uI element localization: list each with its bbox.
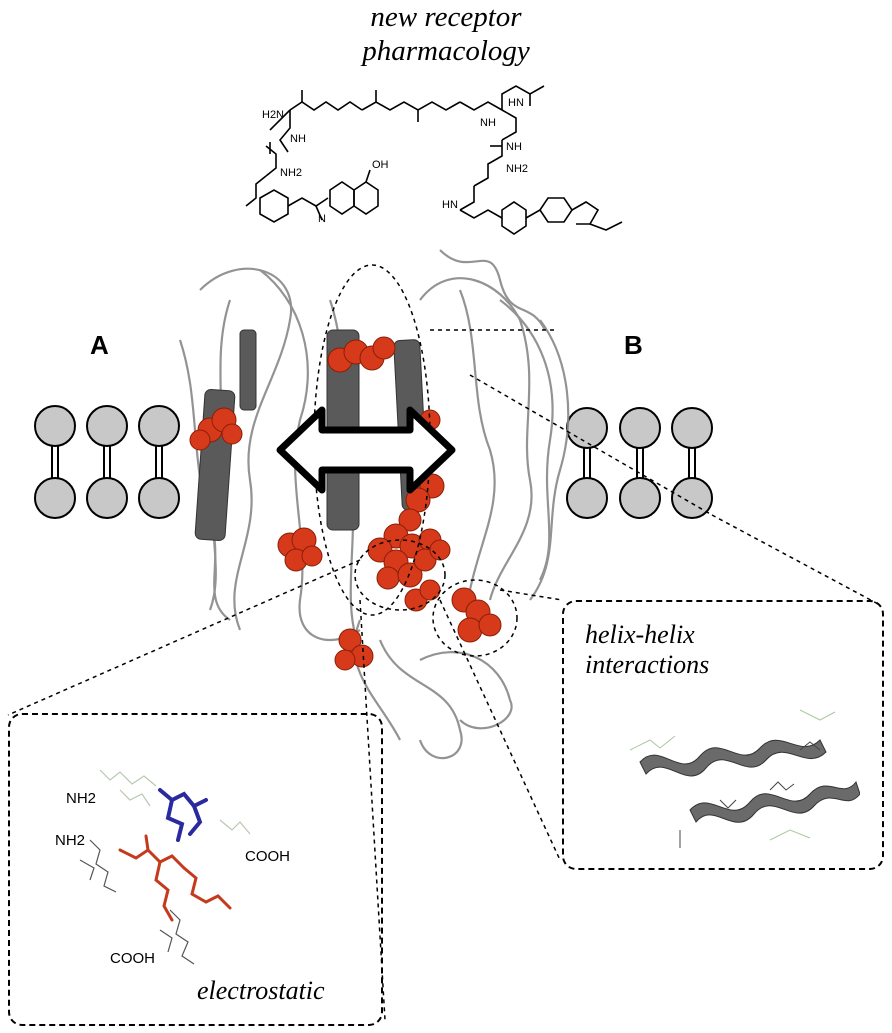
mol-hn-bottom-label: HN — [442, 199, 458, 211]
helix-inset-title: helix-helix interactions — [585, 620, 709, 680]
electrostatic-render — [79, 769, 251, 965]
double-arrow — [276, 406, 456, 494]
title-line-1: new receptor — [370, 1, 522, 33]
title-line-2: pharmacology — [362, 35, 530, 67]
mol-nh-right2-label: NH — [506, 141, 522, 153]
lipid-bilayer-right — [566, 407, 713, 519]
mol-oh-label: OH — [372, 159, 389, 171]
mol-n-label: N — [318, 213, 326, 225]
residue-spheres — [189, 336, 502, 671]
figure-title: new receptor pharmacology — [246, 0, 646, 68]
lipid-bilayer-left — [34, 405, 180, 519]
mol-nh-right1-label: NH — [480, 117, 496, 129]
label-b: B — [624, 330, 643, 360]
mol-hn-label: HN — [508, 97, 524, 109]
nh2-mid-label: NH2 — [55, 832, 86, 849]
chemical-structure: H2N NH NH2 OH N HN NH NH NH2 HN — [245, 85, 623, 235]
mol-nh2-right-label: NH2 — [506, 163, 528, 175]
helix-interaction-inset — [562, 600, 884, 870]
protein-ribbon — [178, 249, 570, 760]
cooh-right-label: COOH — [245, 848, 290, 865]
helix-pair-render — [629, 709, 860, 848]
mol-nh-label: NH — [290, 133, 306, 145]
electrostatic-inset — [8, 713, 383, 1026]
helix-title-line-2: interactions — [585, 650, 710, 679]
mol-nh2-label: NH2 — [280, 167, 302, 179]
helix-title-line-1: helix-helix — [585, 620, 695, 649]
cooh-bottom-label: COOH — [110, 950, 155, 967]
mol-h2n-label: H2N — [262, 109, 284, 121]
nh2-top-label: NH2 — [66, 790, 97, 807]
label-a: A — [90, 330, 109, 360]
electrostatic-inset-title: electrostatic — [197, 976, 325, 1005]
